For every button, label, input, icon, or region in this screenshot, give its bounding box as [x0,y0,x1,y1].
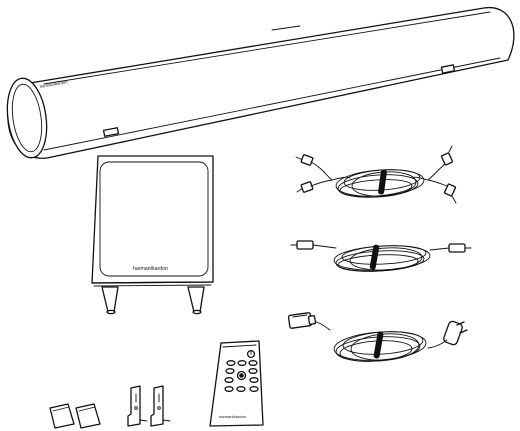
optical-cable [291,241,471,273]
mounting-pads [50,404,100,428]
remote-brand-label: harman/kardon [219,414,246,419]
power-cable [288,313,467,364]
subwoofer-brand-label: harman/kardon [133,266,168,272]
soundbar: harman/kardon [3,8,514,161]
subwoofer: harman/kardon [92,156,213,314]
wall-mount-brackets [128,386,170,426]
remote-control: harman/kardon [210,341,263,426]
rca-stereo-cable [296,146,456,203]
